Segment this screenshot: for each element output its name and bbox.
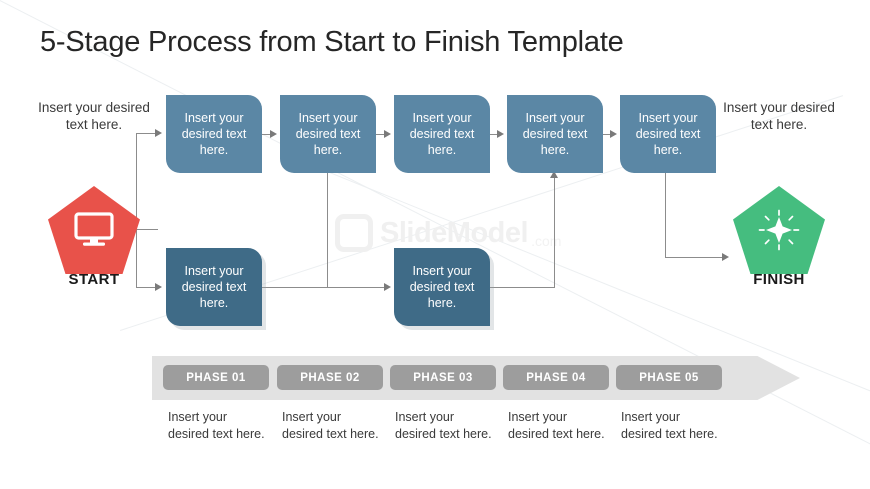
connector-top5-to-finish: [665, 257, 727, 259]
process-box-top-5[interactable]: Insert your desired text here.: [620, 95, 716, 173]
phase-description-2: Insert your desired text here.: [282, 410, 379, 441]
finish-label: FINISH: [753, 271, 805, 288]
arrowhead-top4-top5: [610, 130, 617, 138]
finish-caption: Insert your desired text here.: [723, 100, 835, 132]
connector-top2-down: [327, 173, 329, 287]
slidemodel-watermark: SlideModel .com: [335, 214, 561, 252]
arrowhead-to-top4: [550, 171, 558, 178]
phase-chip-2-label: PHASE 02: [300, 371, 360, 384]
phase-chip-5[interactable]: PHASE 05: [616, 365, 722, 390]
phase-chip-2[interactable]: PHASE 02: [277, 365, 383, 390]
phase-chip-3[interactable]: PHASE 03: [390, 365, 496, 390]
connector-top1-to-top2: [262, 134, 274, 136]
connector-bottom2-right: [490, 287, 555, 289]
phase-chip-3-label: PHASE 03: [413, 371, 473, 384]
arrowhead-top2-top3: [384, 130, 391, 138]
sparkle-star-icon: [758, 209, 800, 251]
connector-start-to-bottom1: [136, 287, 158, 289]
connector-start-split: [136, 133, 138, 288]
finish-pentagon[interactable]: [733, 186, 825, 274]
start-caption: Insert your desired text here.: [38, 100, 150, 132]
phase-chip-4[interactable]: PHASE 04: [503, 365, 609, 390]
phase-chip-1-label: PHASE 01: [186, 371, 246, 384]
connector-start-stub: [136, 229, 158, 231]
monitor-icon: [74, 212, 114, 246]
connector-top2-to-bottom2: [327, 287, 387, 289]
connector-bottom2-up: [554, 176, 556, 288]
connector-top4-to-top5: [603, 134, 615, 136]
phase-chip-1[interactable]: PHASE 01: [163, 365, 269, 390]
process-box-top-1[interactable]: Insert your desired text here.: [166, 95, 262, 173]
connector-top2-to-top3: [376, 134, 388, 136]
watermark-brand: SlideModel: [380, 216, 529, 249]
process-box-bottom-1[interactable]: Insert your desired text here.: [166, 248, 262, 326]
phase-description-3: Insert your desired text here.: [395, 410, 492, 441]
process-box-top-3[interactable]: Insert your desired text here.: [394, 95, 490, 173]
process-box-bottom-1-text: Insert your desired text here.: [181, 264, 247, 310]
phase-description-5: Insert your desired text here.: [621, 410, 718, 441]
process-box-bottom-2[interactable]: Insert your desired text here.: [394, 248, 490, 326]
process-box-top-3-text: Insert your desired text here.: [409, 111, 475, 157]
connector-top5-down: [665, 173, 667, 258]
arrowhead-to-bottom2: [384, 283, 391, 291]
watermark-tld: .com: [531, 233, 562, 249]
connector-start-to-top1: [136, 133, 158, 135]
process-box-top-4-text: Insert your desired text here.: [522, 111, 588, 157]
process-box-top-4[interactable]: Insert your desired text here.: [507, 95, 603, 173]
connector-bottom1-right: [262, 287, 328, 289]
process-box-top-5-text: Insert your desired text here.: [635, 111, 701, 157]
connector-top3-to-top4: [490, 134, 502, 136]
process-box-top-2[interactable]: Insert your desired text here.: [280, 95, 376, 173]
process-box-bottom-2-text: Insert your desired text here.: [409, 264, 475, 310]
start-pentagon[interactable]: [48, 186, 140, 274]
phase-chip-5-label: PHASE 05: [639, 371, 699, 384]
slidemodel-logo-icon: [335, 214, 373, 252]
arrowhead-top1-top2: [270, 130, 277, 138]
page-title: 5-Stage Process from Start to Finish Tem…: [40, 26, 624, 58]
phase-description-4: Insert your desired text here.: [508, 410, 605, 441]
arrowhead-to-bottom1: [155, 283, 162, 291]
arrowhead-to-finish: [722, 253, 729, 261]
phase-chip-4-label: PHASE 04: [526, 371, 586, 384]
process-box-top-1-text: Insert your desired text here.: [181, 111, 247, 157]
process-box-top-2-text: Insert your desired text here.: [295, 111, 361, 157]
start-label: START: [68, 271, 120, 288]
arrowhead-to-top1: [155, 129, 162, 137]
arrowhead-top3-top4: [497, 130, 504, 138]
phase-description-1: Insert your desired text here.: [168, 410, 265, 441]
